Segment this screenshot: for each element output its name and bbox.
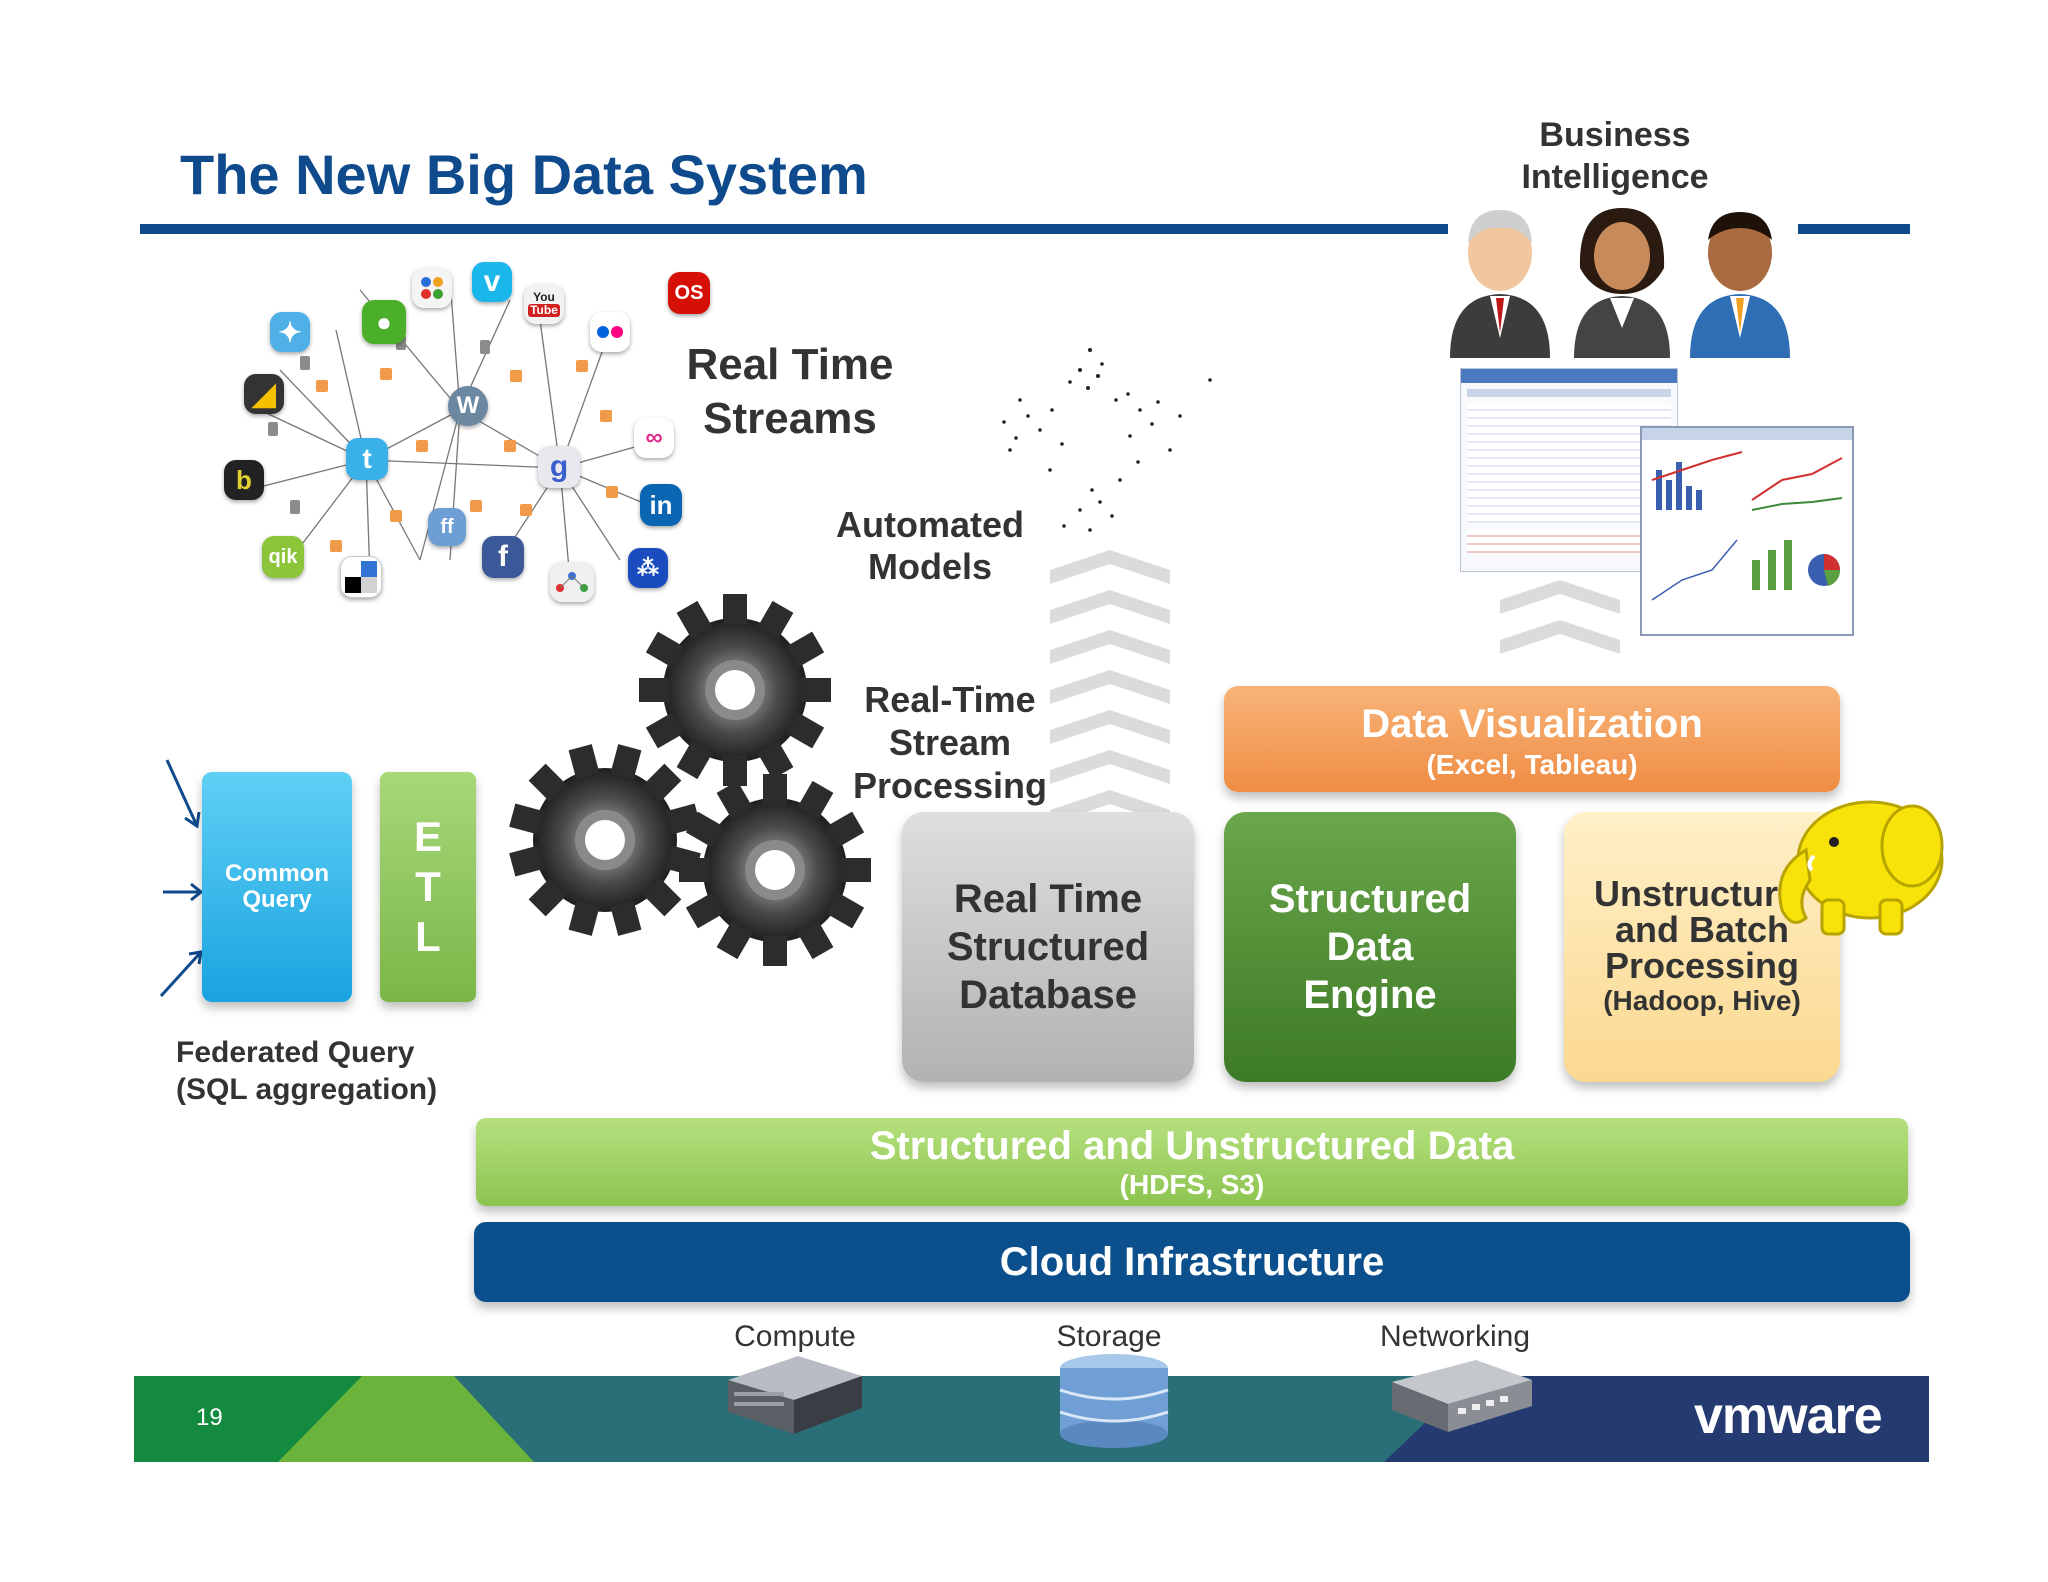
- friendfeed-ff-icon: ff: [428, 508, 466, 546]
- vimeo-icon: v: [472, 262, 512, 302]
- structured-unstructured-data-bar: Structured and Unstructured Data (HDFS, …: [476, 1118, 1908, 1206]
- unstr-line-2: and Batch: [1614, 909, 1790, 950]
- bebo-icon: b: [224, 460, 264, 500]
- automated-models-label: Automated Models: [820, 504, 1040, 588]
- rts-line-1: Real Time: [686, 340, 894, 389]
- bi-line-2: Intelligence: [1521, 158, 1709, 196]
- unstr-line-3: Processing: [1604, 945, 1800, 986]
- server-icon: [728, 1356, 862, 1434]
- fq-line-2: (SQL aggregation): [176, 1073, 438, 1106]
- etl-letter-l: L: [415, 913, 441, 960]
- common-query-line-1: Common: [225, 860, 329, 887]
- network-graph-icon: [550, 562, 594, 602]
- engine-line-2: Data: [1326, 925, 1414, 969]
- footer-band: 19 vmware: [134, 1376, 1929, 1462]
- vmware-logo: vmware: [1694, 1387, 1883, 1445]
- data-visualization-box: Data Visualization (Excel, Tableau): [1224, 686, 1840, 792]
- database-icon: [1059, 1354, 1169, 1448]
- title-rule-left: [140, 224, 1448, 234]
- gears-icon: [509, 594, 871, 966]
- business-intelligence-label: Business Intelligence: [1460, 114, 1770, 198]
- rtsp-line-1: Real-Time: [864, 679, 1036, 720]
- compute-label: Compute: [734, 1320, 856, 1353]
- network-switch-icon: [1392, 1360, 1532, 1432]
- unstr-line-1: Unstructur: [1594, 873, 1779, 914]
- rts-line-2: Streams: [703, 394, 877, 443]
- dashboard-screenshot-2: [1640, 426, 1854, 636]
- business-woman-icon: [1574, 208, 1670, 358]
- etl-box: E T L: [380, 772, 476, 1002]
- business-man-2-icon: [1690, 212, 1790, 358]
- linkedin-icon: in: [640, 484, 682, 526]
- title-rule-right: [1798, 224, 1910, 234]
- bi-line-1: Business: [1539, 116, 1691, 154]
- google-talk-icon: ●: [362, 300, 406, 344]
- data-points-scatter: [1002, 348, 1212, 532]
- common-query-box: Common Query: [202, 772, 352, 1002]
- engine-line-1: Structured: [1268, 877, 1472, 921]
- slide-title: The New Big Data System: [180, 143, 868, 206]
- delicious-icon: [340, 556, 382, 598]
- lastfm-icon: OS: [668, 272, 710, 314]
- real-time-stream-processing-label: Real-Time Stream Processing: [840, 678, 1060, 807]
- rtsp-line-2: Stream: [888, 722, 1012, 763]
- page-number: 19: [196, 1404, 223, 1431]
- structured-data-engine-box: Structured Data Engine: [1224, 812, 1516, 1082]
- myspace-icon: ⁂: [628, 548, 668, 588]
- common-query-line-2: Query: [242, 886, 312, 913]
- google-icon: g: [538, 446, 580, 488]
- rss-icon: ◢: [244, 374, 284, 414]
- viz-title: Data Visualization: [1361, 702, 1703, 746]
- db-line-1: Real Time: [953, 877, 1143, 921]
- real-time-structured-database-box: Real Time Structured Database: [902, 812, 1194, 1082]
- storage-label: Storage: [1056, 1320, 1162, 1353]
- delicious-group-icon: [412, 268, 452, 308]
- facebook-icon: f: [482, 536, 524, 578]
- networking-label: Networking: [1379, 1320, 1531, 1353]
- federated-query-label: Federated Query (SQL aggregation): [176, 1034, 437, 1108]
- flickr-icon: [590, 312, 630, 352]
- am-line-2: Models: [867, 546, 992, 587]
- db-line-2: Structured: [946, 925, 1150, 969]
- storage-subtitle: (HDFS, S3): [1119, 1169, 1265, 1200]
- unstr-subtitle: (Hadoop, Hive): [1603, 985, 1801, 1016]
- wordpress-icon: W: [448, 386, 488, 426]
- am-line-1: Automated: [836, 504, 1024, 545]
- storage-title: Structured and Unstructured Data: [869, 1124, 1515, 1168]
- qik-icon: qik: [262, 536, 304, 578]
- etl-letter-e: E: [413, 813, 442, 860]
- footer-background: [134, 1376, 1929, 1462]
- business-man-icon: [1450, 210, 1550, 358]
- hadoop-elephant-icon: [1778, 800, 1944, 936]
- engine-line-3: Engine: [1303, 973, 1437, 1017]
- real-time-streams-label: Real Time Streams: [660, 338, 920, 446]
- business-people: [1450, 208, 1790, 358]
- rtsp-line-3: Processing: [852, 765, 1048, 806]
- upward-arrows-decoration-2: [1500, 580, 1620, 654]
- db-line-3: Database: [959, 973, 1137, 1017]
- viz-subtitle: (Excel, Tableau): [1426, 749, 1638, 780]
- friendfeed-icon: ∞: [634, 418, 674, 458]
- cloud-infrastructure-bar: Cloud Infrastructure: [474, 1222, 1910, 1302]
- incoming-query-arrows: [159, 759, 204, 998]
- twitter-icon: v✦: [270, 312, 310, 352]
- fq-line-1: Federated Query: [176, 1036, 415, 1069]
- twitter-bird-icon: t: [346, 438, 388, 480]
- etl-letter-t: T: [415, 863, 441, 910]
